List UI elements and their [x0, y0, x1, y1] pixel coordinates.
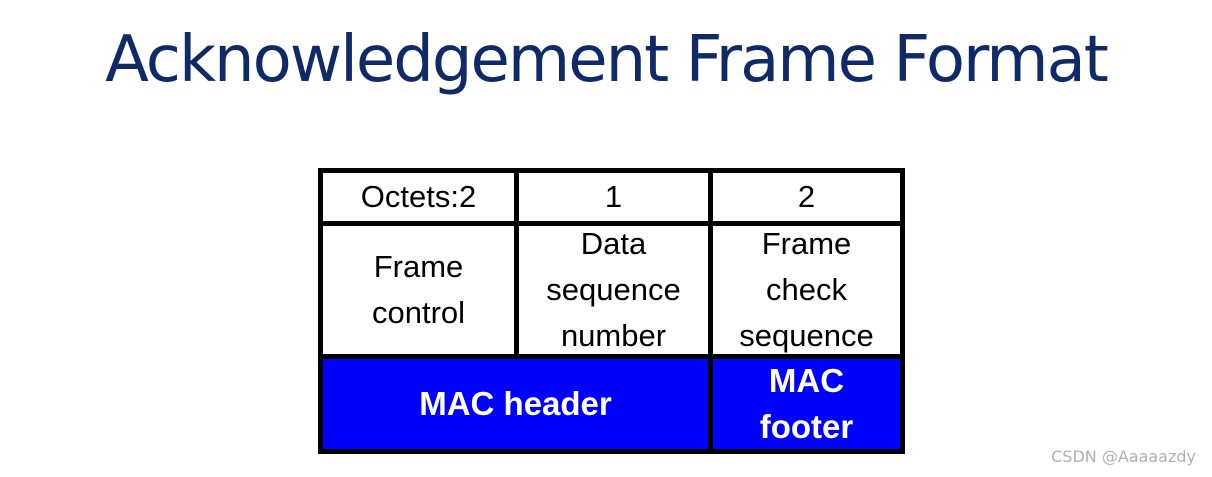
- watermark: CSDN @Aaaaazdy: [1051, 447, 1196, 466]
- octets-cell-frame-control: Octets:2: [323, 173, 514, 221]
- page-title: Acknowledgement Frame Format: [105, 23, 1109, 97]
- group-mac-header: MAC header: [323, 359, 708, 449]
- octets-cell-frame-check-sequence: 2: [713, 173, 900, 221]
- octets-cell-data-sequence-number: 1: [519, 173, 708, 221]
